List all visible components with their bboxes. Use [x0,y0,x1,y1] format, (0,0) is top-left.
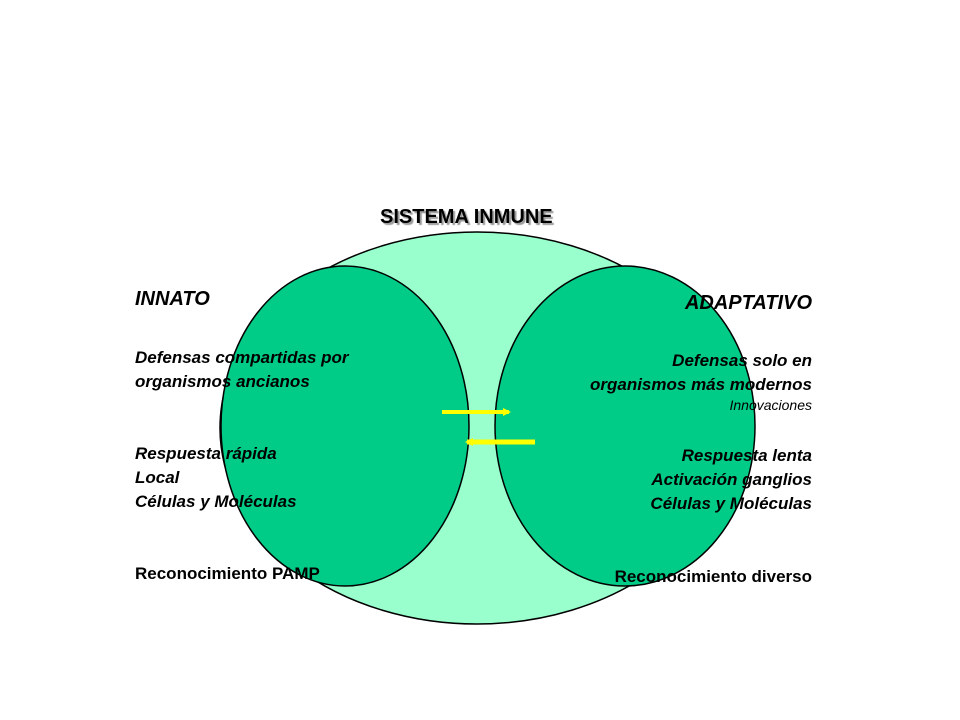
adaptive-defenses-line-1: Defensas solo en [672,351,812,370]
adaptive-defenses-text: Defensas solo en organismos más modernos [590,349,812,397]
adaptive-traits-text: Respuesta lenta Activación ganglios Célu… [650,444,812,516]
innate-defenses-line-1: Defensas compartidas por [135,348,349,367]
adaptive-innovations-text: Innovaciones [729,397,812,413]
innate-traits-text: Respuesta rápida Local Células y Molécul… [135,442,297,514]
innate-locality-text: Local [135,468,180,487]
adaptive-defenses-line-2: organismos más modernos [589,375,812,394]
adaptive-heading: ADAPTATIVO [684,292,812,314]
adaptive-activation-text: Activación ganglios [651,470,812,489]
adaptive-circle [494,265,756,587]
innate-defenses-text: Defensas compartidas por organismos anci… [135,346,349,394]
innate-heading: INNATO [135,288,210,310]
innate-cells-text: Células y Moléculas [135,492,297,511]
adaptive-response-text: Respuesta lenta [681,446,812,465]
innate-defenses-line-2: organismos ancianos [135,372,310,391]
diagram-title: SISTEMA INMUNE [380,206,553,228]
innate-response-text: Respuesta rápida [135,444,277,463]
innate-recognition-text: Reconocimiento PAMP [135,564,320,583]
adaptive-recognition-text: Reconocimiento diverso [614,567,812,586]
adaptive-cells-text: Células y Moléculas [650,494,812,513]
innate-circle [220,265,470,587]
